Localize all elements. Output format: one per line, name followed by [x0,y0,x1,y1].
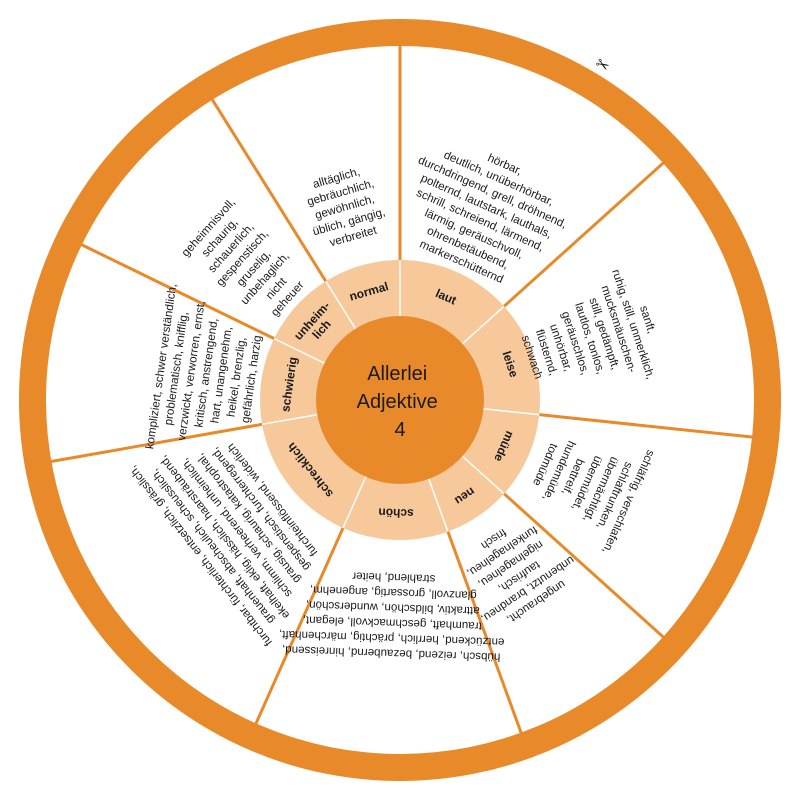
segment-label-line: schön [378,505,414,520]
center-title-line: 4 [394,419,405,441]
label-ring-divider [261,413,318,426]
center-title-line: Allerlei [367,363,427,385]
segment-divider [80,243,275,340]
center-title-line: Adjektive [357,391,438,413]
label-ring-divider [461,305,505,345]
segment-divider [503,492,665,639]
label-ring-dividers [261,260,540,532]
segment-label: schön [378,505,414,520]
label-ring-divider [483,408,540,416]
center-title: Allerlei Adjektive 4 [357,363,444,441]
segment-word-line: glanzvoll, grossartig, angenehm, [310,583,477,602]
segment-divider [539,413,754,439]
label-ring-divider [342,476,367,529]
label-ring-divider [273,337,325,364]
center-circle [316,316,484,484]
segment-divider [503,161,665,308]
label-ring-divider [461,455,505,495]
segment-word-line: traumhaft, geschmackvoll, elegant, [302,613,482,632]
segment-divider [210,98,328,283]
segment-dividers [50,45,754,735]
segment-divider [254,527,345,725]
segment-divider [50,422,263,464]
label-ring-divider [428,478,449,532]
segment-word-line: strahlend, heiter [352,569,436,585]
segment-divider [446,531,523,735]
label-ring-divider [325,280,357,330]
segment-word-line: attraktiv, bildschön, wunderschön, [306,598,480,617]
segment-words: sanft,ruhig, still, unmerklich,mucksmäus… [508,263,671,414]
